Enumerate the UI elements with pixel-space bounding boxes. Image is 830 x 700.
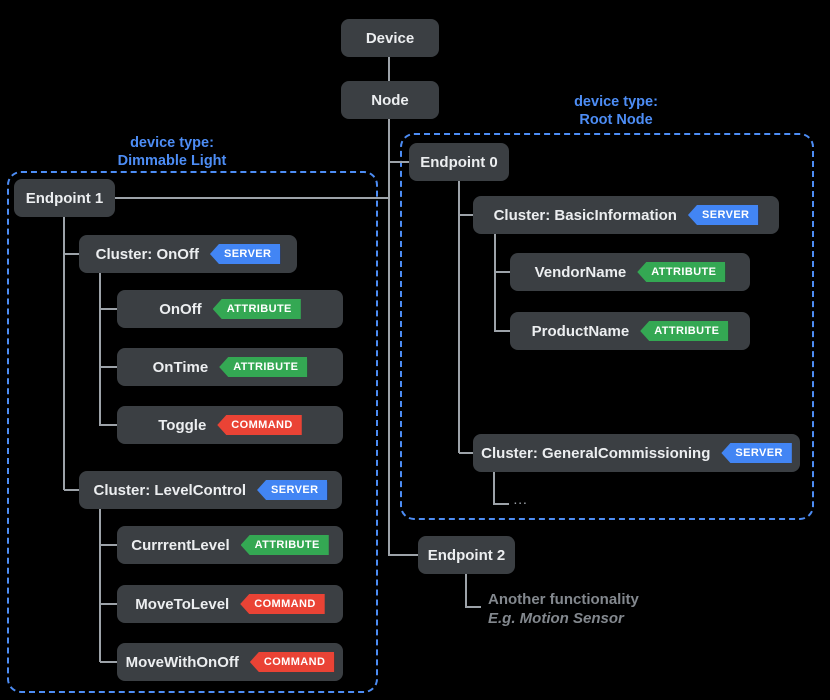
cluster-basicinformation-box: Cluster: BasicInformation SERVER bbox=[473, 196, 779, 234]
connector-to-toggle-cmd bbox=[100, 424, 117, 426]
commissioning-ellipsis: ... bbox=[514, 496, 529, 507]
connector-commissioning-elbow-h bbox=[493, 503, 509, 505]
movewithonoff-command-label: MoveWithOnOff bbox=[125, 653, 239, 671]
server-badge: SERVER bbox=[721, 443, 792, 463]
vendorname-label: VendorName bbox=[534, 263, 627, 281]
connector-node-trunk bbox=[388, 119, 390, 556]
dimmable-light-caption-line1: device type: bbox=[130, 135, 214, 151]
endpoint1-label: Endpoint 1 bbox=[25, 189, 104, 207]
connector-to-endpoint0 bbox=[389, 161, 411, 163]
device-box: Device bbox=[341, 19, 439, 57]
toggle-command-label: Toggle bbox=[158, 416, 207, 434]
connector-to-generalcommissioning bbox=[459, 452, 473, 454]
cluster-levelcontrol-label: Cluster: LevelControl bbox=[93, 481, 247, 499]
root-node-caption-line2: Root Node bbox=[579, 112, 653, 128]
vendorname-box: VendorName ATTRIBUTE bbox=[510, 253, 750, 291]
connector-to-endpoint1 bbox=[113, 197, 389, 199]
connector-endpoint2-elbow-h bbox=[465, 606, 481, 608]
endpoint2-label: Endpoint 2 bbox=[427, 546, 506, 564]
connector-endpoint1-trunk bbox=[63, 217, 65, 490]
endpoint2-note: Another functionality E.g. Motion Sensor bbox=[488, 590, 639, 628]
movetolevel-command-label: MoveToLevel bbox=[135, 595, 230, 613]
connector-to-ontime-attr bbox=[100, 366, 117, 368]
currrentlevel-attribute-label: CurrrentLevel bbox=[131, 536, 230, 554]
cluster-onoff-box: Cluster: OnOff SERVER bbox=[79, 235, 297, 273]
command-badge: COMMAND bbox=[240, 594, 325, 614]
node-label: Node bbox=[371, 91, 409, 109]
toggle-command-box: Toggle COMMAND bbox=[117, 406, 343, 444]
connector-endpoint0-trunk bbox=[458, 181, 460, 453]
productname-box: ProductName ATTRIBUTE bbox=[510, 312, 750, 350]
movewithonoff-command-box: MoveWithOnOff COMMAND bbox=[117, 643, 343, 681]
server-badge: SERVER bbox=[687, 205, 759, 225]
cluster-levelcontrol-box: Cluster: LevelControl SERVER bbox=[79, 471, 342, 509]
connector-to-productname bbox=[495, 330, 510, 332]
connector-to-movewithonoff bbox=[100, 661, 117, 663]
cluster-onoff-label: Cluster: OnOff bbox=[95, 245, 199, 263]
connector-levelcontrol-trunk bbox=[99, 509, 101, 662]
ontime-attribute-box: OnTime ATTRIBUTE bbox=[117, 348, 343, 386]
currrentlevel-attribute-box: CurrrentLevel ATTRIBUTE bbox=[117, 526, 343, 564]
server-badge: SERVER bbox=[257, 480, 328, 500]
connector-to-currrentlevel bbox=[100, 544, 117, 546]
endpoint1-box: Endpoint 1 bbox=[14, 179, 115, 217]
connector-basicinformation-trunk bbox=[494, 234, 496, 332]
attribute-badge: ATTRIBUTE bbox=[637, 262, 726, 282]
command-badge: COMMAND bbox=[249, 652, 335, 672]
connector-to-basicinformation bbox=[459, 214, 473, 216]
endpoint2-note-line2: E.g. Motion Sensor bbox=[488, 610, 624, 627]
connector-endpoint2-elbow-v bbox=[465, 574, 467, 608]
connector-commissioning-elbow-v bbox=[493, 472, 495, 505]
movetolevel-command-box: MoveToLevel COMMAND bbox=[117, 585, 343, 623]
dimmable-light-caption-line2: Dimmable Light bbox=[117, 153, 227, 169]
cluster-basicinformation-label: Cluster: BasicInformation bbox=[493, 206, 677, 224]
cluster-generalcommissioning-box: Cluster: GeneralCommissioning SERVER bbox=[473, 434, 800, 472]
dimmable-light-caption: device type: Dimmable Light bbox=[62, 134, 282, 170]
attribute-badge: ATTRIBUTE bbox=[640, 321, 729, 341]
root-node-caption-line1: device type: bbox=[574, 94, 658, 110]
attribute-badge: ATTRIBUTE bbox=[219, 357, 308, 377]
connector-to-onoff-cluster bbox=[64, 253, 79, 255]
connector-to-movetolevel bbox=[100, 603, 117, 605]
endpoint2-box: Endpoint 2 bbox=[418, 536, 515, 574]
device-label: Device bbox=[365, 29, 415, 47]
command-badge: COMMAND bbox=[217, 415, 302, 435]
connector-to-endpoint2 bbox=[389, 554, 418, 556]
endpoint2-note-line1: Another functionality bbox=[488, 591, 639, 608]
server-badge: SERVER bbox=[209, 244, 281, 264]
dimmable-light-group-outline bbox=[7, 171, 378, 693]
root-node-caption: device type: Root Node bbox=[506, 93, 726, 129]
onoff-attribute-label: OnOff bbox=[159, 300, 202, 318]
ontime-attribute-label: OnTime bbox=[152, 358, 209, 376]
productname-label: ProductName bbox=[531, 322, 630, 340]
connector-to-vendorname bbox=[495, 271, 510, 273]
onoff-attribute-box: OnOff ATTRIBUTE bbox=[117, 290, 343, 328]
endpoint0-box: Endpoint 0 bbox=[409, 143, 509, 181]
cluster-generalcommissioning-label: Cluster: GeneralCommissioning bbox=[481, 444, 711, 462]
attribute-badge: ATTRIBUTE bbox=[240, 535, 329, 555]
connector-onoff-trunk bbox=[99, 273, 101, 426]
connector-to-levelcontrol bbox=[64, 489, 79, 491]
endpoint0-label: Endpoint 0 bbox=[420, 153, 498, 171]
connector-to-onoff-attr bbox=[100, 308, 117, 310]
root-node-group-outline bbox=[400, 133, 814, 520]
node-box: Node bbox=[341, 81, 439, 119]
connector-device-node bbox=[388, 57, 390, 81]
attribute-badge: ATTRIBUTE bbox=[212, 299, 301, 319]
